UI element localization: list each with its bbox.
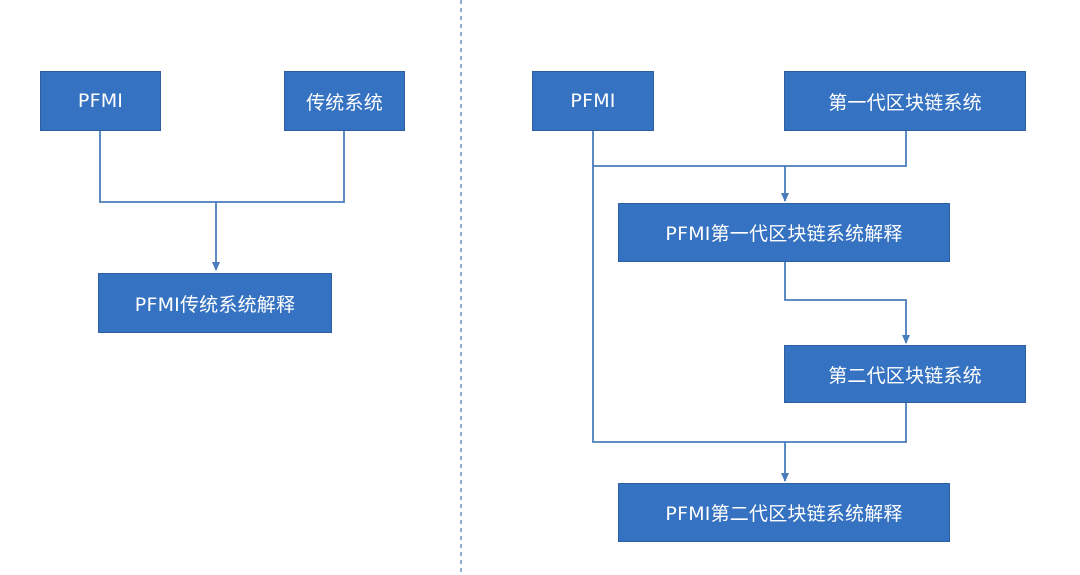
connector-gen2-to-gen2-output (781, 403, 907, 482)
traditional-system-node: 传统系统 (284, 71, 405, 131)
connector-gen1-to-gen1-output (781, 131, 907, 202)
pfmi-gen2-explanation-label: PFMI第二代区块链系统解释 (665, 503, 903, 525)
gen2-blockchain-node: 第二代区块链系统 (784, 345, 1026, 403)
connector-pfmi-to-gen1-output (592, 131, 785, 167)
pfmi-gen2-explanation-node: PFMI第二代区块链系统解释 (618, 483, 950, 542)
connector-gen1-output-to-gen2 (784, 262, 910, 344)
right-pfmi-node: PFMI (532, 71, 654, 131)
pfmi-traditional-explanation-label: PFMI传统系统解释 (134, 293, 296, 316)
traditional-system-label: 传统系统 (306, 91, 383, 114)
pfmi-traditional-explanation-node: PFMI传统系统解释 (98, 273, 332, 333)
left-pfmi-label: PFMI (77, 90, 124, 112)
left-pfmi-node: PFMI (40, 71, 161, 131)
pfmi-gen1-explanation-node: PFMI第一代区块链系统解释 (618, 203, 950, 262)
gen1-blockchain-label: 第一代区块链系统 (828, 91, 982, 114)
pfmi-gen1-explanation-label: PFMI第一代区块链系统解释 (665, 223, 903, 245)
connector-pfmi-to-traditional-output (99, 131, 216, 203)
gen1-blockchain-node: 第一代区块链系统 (784, 71, 1026, 131)
gen2-blockchain-label: 第二代区块链系统 (828, 364, 982, 387)
connector-pfmi-to-gen2-output (592, 166, 785, 443)
right-pfmi-label: PFMI (570, 90, 616, 112)
connector-traditional-to-output (212, 131, 345, 271)
